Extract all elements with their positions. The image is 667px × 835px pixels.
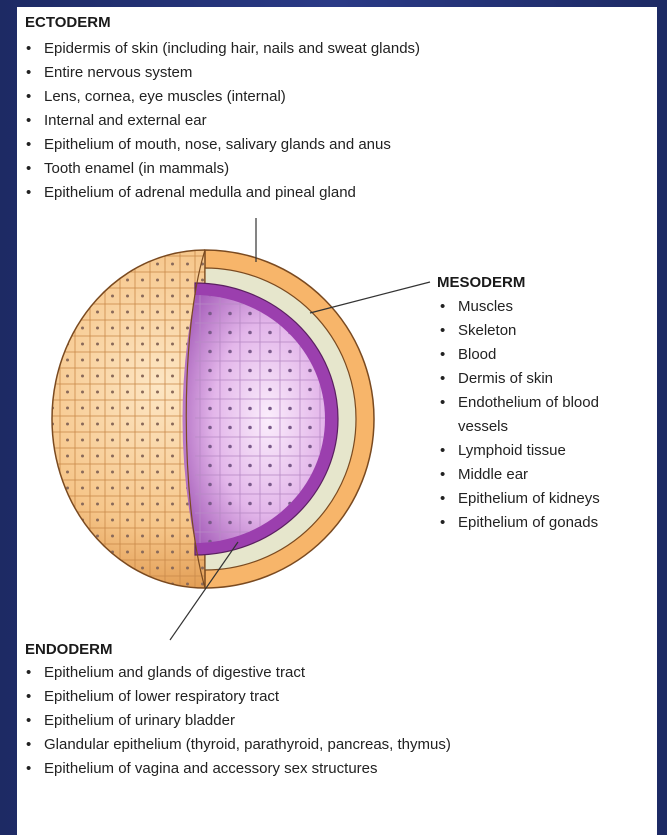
mesoderm-leader-line — [310, 282, 430, 313]
